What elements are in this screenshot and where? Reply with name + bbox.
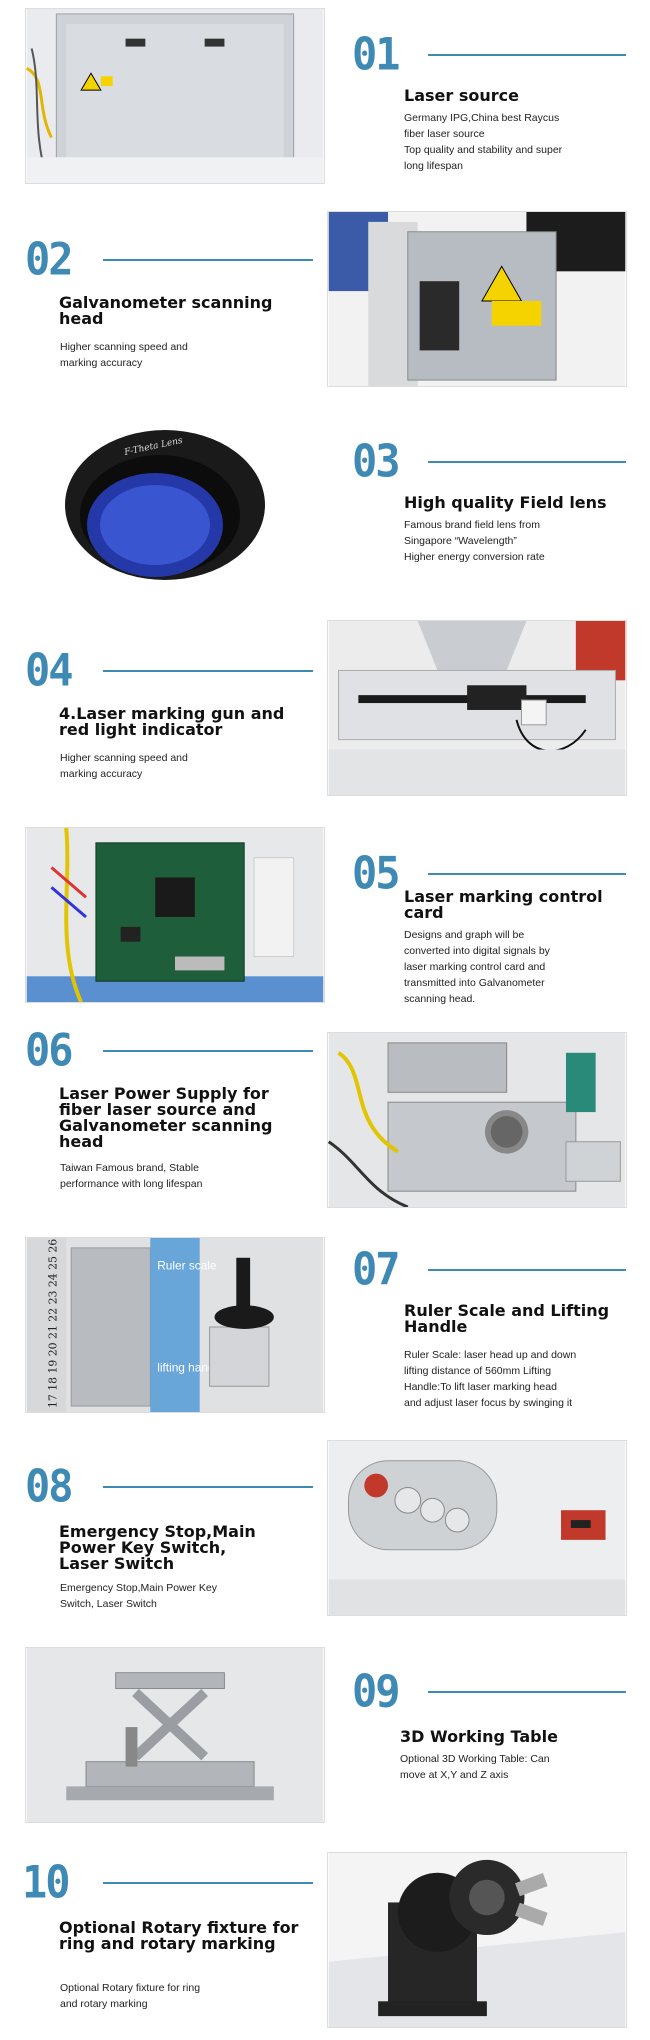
section-number: 05: [352, 847, 401, 900]
divider-line: [103, 670, 313, 672]
section-description: Optional 3D Working Table: Can move at X…: [400, 1753, 550, 1781]
section-number: 06: [25, 1024, 74, 1077]
divider-line: [103, 1882, 313, 1884]
field-lens-image: F-Theta Lens: [25, 415, 325, 591]
section-description: Optional Rotary fixture for ring and rot…: [60, 1982, 201, 2010]
section-description: Famous brand field lens from Singapore “…: [404, 519, 545, 563]
field-lens-photo: F-Theta Lens: [25, 415, 325, 591]
section-number: 02: [25, 233, 74, 286]
section-05: 05 Laser marking control card Designs an…: [0, 825, 650, 1025]
section-08: 08 Emergency Stop,Main Power Key Switch,…: [0, 1440, 650, 1640]
section-description: Emergency Stop,Main Power Key Switch, La…: [60, 1582, 217, 1610]
emergency-stop-image: [328, 1441, 626, 1615]
divider-line: [103, 1486, 313, 1488]
section-number: 01: [352, 28, 401, 81]
section-number: 03: [352, 435, 401, 488]
section-title: 4.Laser marking gun and red light indica…: [59, 704, 285, 739]
section-title: 3D Working Table: [400, 1727, 558, 1746]
section-10: 10 Optional Rotary fixture for ring and …: [0, 1850, 650, 2040]
section-09: 09 3D Working Table Optional 3D Working …: [0, 1645, 650, 1845]
section-title: Laser marking control card: [404, 887, 603, 922]
lifting-handle-label: lifting handle: [157, 1360, 224, 1374]
section-number: 07: [352, 1243, 401, 1296]
galvanometer-photo: [327, 211, 627, 387]
divider-line: [428, 1269, 626, 1271]
power-supply-photo: [327, 1032, 627, 1208]
working-table-image: [26, 1648, 324, 1822]
ruler-handle-image: 17 18 19 20 21 22 23 24 25 26 2 Ruler sc…: [26, 1238, 324, 1412]
control-card-photo: [25, 827, 325, 1003]
ruler-scale-label: Ruler scale: [157, 1259, 217, 1273]
section-number: 09: [352, 1665, 401, 1718]
section-description: Ruler Scale: laser head up and down lift…: [404, 1349, 577, 1409]
laser-source-photo: [25, 8, 325, 184]
ruler-ticks: 17 18 19 20 21 22 23 24 25 26 2: [46, 1238, 59, 1408]
divider-line: [428, 54, 626, 56]
section-description: Germany IPG,China best Raycus fiber lase…: [404, 112, 563, 172]
control-card-image: [26, 828, 324, 1002]
divider-line: [428, 461, 626, 463]
working-table-photo: [25, 1647, 325, 1823]
section-title: Ruler Scale and Lifting Handle: [404, 1301, 610, 1336]
section-title: Emergency Stop,Main Power Key Switch, La…: [59, 1522, 256, 1573]
section-01: 01 Laser source Germany IPG,China best R…: [0, 0, 650, 200]
section-title: Laser source: [404, 86, 519, 105]
divider-line: [428, 873, 626, 875]
divider-line: [428, 1691, 626, 1693]
section-03: F-Theta Lens 03 High quality Field lens …: [0, 415, 650, 615]
section-02: 02 Galvanometer scanning head Higher sca…: [0, 205, 650, 405]
marking-gun-image: [328, 621, 626, 795]
emergency-stop-photo: [327, 1440, 627, 1616]
rotary-fixture-photo: [327, 1852, 627, 2028]
ruler-handle-photo: 17 18 19 20 21 22 23 24 25 26 2 Ruler sc…: [25, 1237, 325, 1413]
galvanometer-image: [328, 212, 626, 386]
section-number: 04: [25, 644, 74, 697]
section-number: 08: [25, 1460, 74, 1513]
section-title: Optional Rotary fixture for ring and rot…: [59, 1918, 299, 1953]
section-description: Designs and graph will be converted into…: [404, 929, 550, 1005]
section-description: Higher scanning speed and marking accura…: [60, 752, 188, 780]
section-description: Taiwan Famous brand, Stable performance …: [60, 1162, 203, 1190]
section-title: High quality Field lens: [404, 493, 607, 512]
marking-gun-photo: [327, 620, 627, 796]
laser-source-image: [26, 9, 324, 183]
rotary-fixture-image: [328, 1853, 626, 2027]
power-supply-image: [328, 1033, 626, 1207]
section-description: Higher scanning speed and marking accura…: [60, 341, 188, 369]
section-number: 10: [22, 1856, 71, 1909]
section-title: Laser Power Supply for fiber laser sourc…: [59, 1084, 273, 1151]
section-04: 04 4.Laser marking gun and red light ind…: [0, 620, 650, 820]
section-06: 06 Laser Power Supply for fiber laser so…: [0, 1024, 650, 1230]
divider-line: [103, 1050, 313, 1052]
section-07: 17 18 19 20 21 22 23 24 25 26 2 Ruler sc…: [0, 1235, 650, 1435]
section-title: Galvanometer scanning head: [59, 293, 273, 328]
divider-line: [103, 259, 313, 261]
